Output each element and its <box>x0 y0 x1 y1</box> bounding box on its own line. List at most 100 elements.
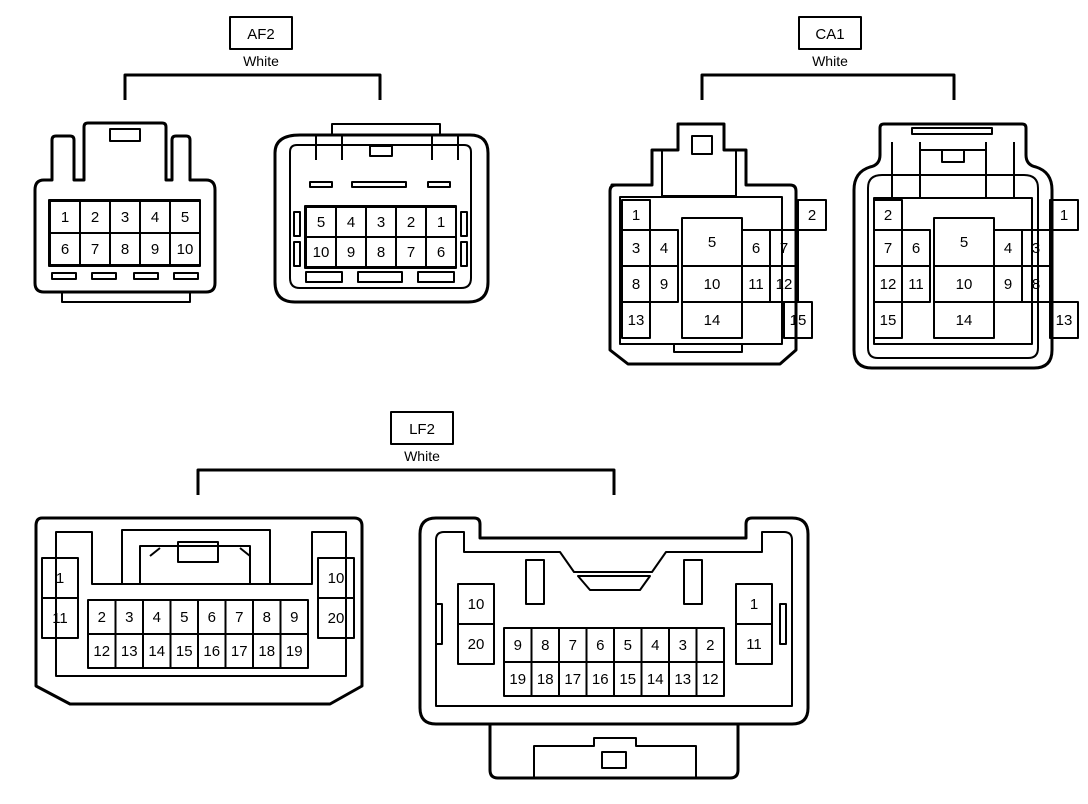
pin-number: 4 <box>151 209 159 226</box>
pin-cell <box>621 301 651 339</box>
pin-number: 2 <box>808 207 816 224</box>
pin-number: 6 <box>61 241 69 258</box>
af2-right-slot <box>351 181 407 188</box>
af2-left-slot <box>173 272 199 280</box>
ca1-label-box <box>798 16 862 50</box>
lf2-right-base <box>488 724 740 780</box>
af2-right-slot <box>309 181 333 188</box>
pin-cell <box>797 199 827 231</box>
pin-number: 3 <box>121 209 129 226</box>
pin-number: 9 <box>1004 276 1012 293</box>
pin-number: 14 <box>148 643 165 660</box>
pin-cell <box>1021 265 1051 303</box>
lf2-bracket <box>196 468 616 495</box>
af2-left-base <box>61 292 191 303</box>
pin-number: 3 <box>632 240 640 257</box>
af2-right-guides <box>315 134 459 160</box>
pin-number: 6 <box>437 244 445 261</box>
lf2-left-housing <box>34 516 364 706</box>
pin-number: 6 <box>752 240 760 257</box>
ca1-bracket <box>700 73 956 100</box>
pin-number: 7 <box>780 240 788 257</box>
pin-cell <box>41 597 79 639</box>
pin-number: 8 <box>632 276 640 293</box>
af2-right-rib <box>293 211 301 237</box>
af2-left-slot <box>51 272 77 280</box>
pin-number: 18 <box>537 671 554 688</box>
ca1-left-bottom-guide <box>673 344 743 353</box>
pin-number: 2 <box>407 214 415 231</box>
pin-cell <box>279 633 309 669</box>
pin-number: 20 <box>468 636 485 653</box>
pin-number: 17 <box>231 643 248 660</box>
pin-number: 4 <box>153 609 161 626</box>
pin-number: 15 <box>790 312 807 329</box>
pin-number: 1 <box>750 596 758 613</box>
pin-number: 19 <box>509 671 526 688</box>
pin-number: 7 <box>407 244 415 261</box>
pin-number: 8 <box>121 241 129 258</box>
pin-number: 14 <box>956 312 973 329</box>
lf2-left-lock <box>177 541 219 563</box>
pin-number: 8 <box>1032 276 1040 293</box>
pin-number: 5 <box>181 209 189 226</box>
pin-number: 18 <box>258 643 275 660</box>
af2-right-latch <box>357 271 403 283</box>
af2-right-inner <box>289 144 472 289</box>
pin-number: 10 <box>177 241 194 258</box>
pin-cell <box>1049 199 1079 231</box>
pin-number: 19 <box>286 643 303 660</box>
pin-number: 15 <box>619 671 636 688</box>
ca1-left-lock <box>691 135 713 155</box>
ca1-header: CA1 White <box>700 16 956 100</box>
pin-number: 7 <box>91 241 99 258</box>
pin-number: 2 <box>706 637 714 654</box>
af2-right-rib <box>460 211 468 237</box>
pin-number: 11 <box>746 636 762 653</box>
pin-number: 1 <box>56 570 64 587</box>
af2-right-latch <box>417 271 455 283</box>
pin-number: 1 <box>437 214 445 231</box>
pin-cell <box>317 597 355 639</box>
pin-number: 16 <box>592 671 609 688</box>
pin-number: 1 <box>632 207 640 224</box>
pin-number: 3 <box>1032 240 1040 257</box>
af2-right-top <box>331 123 441 135</box>
pin-number: 14 <box>647 671 664 688</box>
pin-number: 5 <box>708 234 716 251</box>
ca1-right-housing <box>852 122 1054 370</box>
pin-number: 10 <box>328 570 345 587</box>
pin-number: 8 <box>263 609 271 626</box>
af2-header: AF2 White <box>123 16 382 100</box>
pin-number: 9 <box>660 276 668 293</box>
pin-number: 4 <box>651 637 659 654</box>
pin-cell <box>933 301 995 339</box>
pin-number: 20 <box>328 610 345 627</box>
pin-number: 4 <box>347 214 355 231</box>
ca1-color: White <box>812 53 848 69</box>
pin-number: 6 <box>208 609 216 626</box>
af2-left-housing <box>33 121 217 294</box>
pin-number: 7 <box>569 637 577 654</box>
af2-right-rib <box>460 241 468 267</box>
af2-color: White <box>243 53 279 69</box>
lf2-right-inner <box>435 531 793 707</box>
af2-right-slot <box>427 181 451 188</box>
pin-number: 13 <box>628 312 645 329</box>
pin-number: 9 <box>290 609 298 626</box>
pin-number: 12 <box>93 643 110 660</box>
pin-number: 7 <box>884 240 892 257</box>
pin-cell <box>873 301 903 339</box>
pin-number: 5 <box>317 214 325 231</box>
ca1-right-top-slot <box>911 127 993 135</box>
pin-number: 2 <box>98 609 106 626</box>
pin-number: 15 <box>880 312 897 329</box>
pin-number: 11 <box>52 610 68 627</box>
pin-number: 3 <box>125 609 133 626</box>
lf2-right-rib <box>779 603 787 645</box>
pin-number: 8 <box>541 637 549 654</box>
pin-number: 9 <box>514 637 522 654</box>
pin-cell <box>1049 301 1079 339</box>
